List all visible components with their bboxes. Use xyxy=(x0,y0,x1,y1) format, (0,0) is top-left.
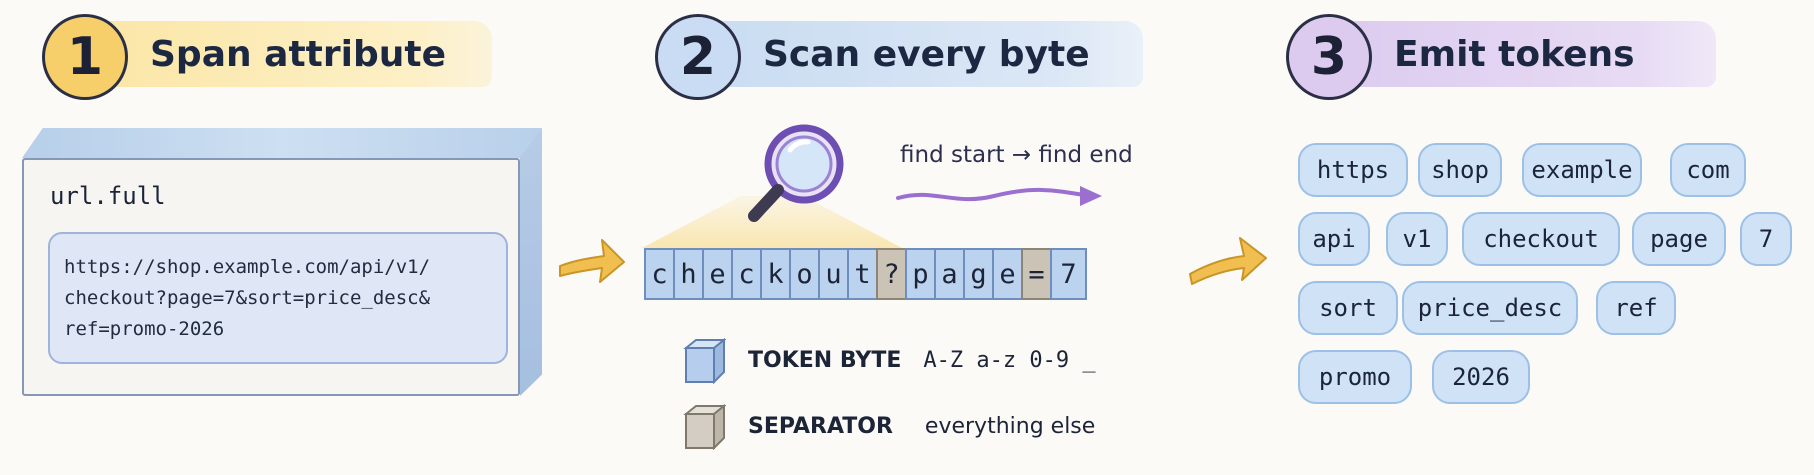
token-chip: shop xyxy=(1418,143,1502,197)
box-front-face: url.full https://shop.example.com/api/v1… xyxy=(22,158,520,396)
legend-description: A-Z a-z 0-9 _ xyxy=(923,347,1096,373)
attribute-value-line: checkout?page=7&sort=price_desc& xyxy=(64,287,431,309)
magnifier-icon xyxy=(748,124,844,222)
token-byte: 7 xyxy=(1050,248,1087,300)
attribute-value-line: ref=promo-2026 xyxy=(64,318,225,340)
token-byte: e xyxy=(702,248,733,300)
legend-label: TOKEN BYTE xyxy=(748,347,902,373)
separator-byte: ? xyxy=(876,248,907,300)
token-byte: u xyxy=(818,248,849,300)
step-2-number: 2 xyxy=(655,14,741,100)
legend-token-byte: TOKEN BYTE A-Z a-z 0-9 _ xyxy=(682,336,1096,384)
step-3-title: Emit tokens xyxy=(1336,21,1716,87)
legend-label: SEPARATOR xyxy=(748,413,893,439)
token-chip: price_desc xyxy=(1402,281,1578,335)
token-byte: e xyxy=(992,248,1023,300)
token-chip: 2026 xyxy=(1432,350,1530,404)
token-chip: ref xyxy=(1596,281,1676,335)
token-chip: https xyxy=(1298,143,1408,197)
box-side-face xyxy=(520,128,542,396)
token-byte: a xyxy=(934,248,965,300)
token-byte: t xyxy=(847,248,878,300)
token-chip: sort xyxy=(1298,281,1398,335)
attribute-value-line: https://shop.example.com/api/v1/ xyxy=(64,256,431,278)
token-chip: example xyxy=(1522,143,1642,197)
token-byte: o xyxy=(789,248,820,300)
token-byte: c xyxy=(731,248,762,300)
span-attribute-box: url.full https://shop.example.com/api/v1… xyxy=(22,128,542,396)
scan-direction-note: find start → find end xyxy=(900,142,1133,168)
token-byte: k xyxy=(760,248,791,300)
token-chip: v1 xyxy=(1386,212,1448,266)
token-chip: checkout xyxy=(1462,212,1620,266)
token-chip: com xyxy=(1670,143,1746,197)
box-top-face xyxy=(22,128,542,158)
separator-byte: = xyxy=(1021,248,1052,300)
step-1-number: 1 xyxy=(42,14,128,100)
cube-icon xyxy=(683,403,726,450)
step-3-number: 3 xyxy=(1286,14,1372,100)
token-byte: h xyxy=(673,248,704,300)
cube-icon xyxy=(683,337,726,384)
legend-separator: SEPARATOR everything else xyxy=(682,402,1095,450)
token-chip: promo xyxy=(1298,350,1412,404)
token-byte: p xyxy=(905,248,936,300)
wavy-arrow-icon xyxy=(896,186,1102,206)
attribute-value: https://shop.example.com/api/v1/ checkou… xyxy=(48,232,508,364)
curved-arrow-icon xyxy=(559,239,625,283)
attribute-name: url.full xyxy=(50,182,166,210)
token-byte: c xyxy=(644,248,675,300)
step-1-title: Span attribute xyxy=(92,21,492,87)
legend-description: everything else xyxy=(924,413,1096,439)
curved-arrow-icon xyxy=(1189,237,1267,285)
token-chip: api xyxy=(1298,212,1370,266)
step-2-title: Scan every byte xyxy=(705,21,1143,87)
token-byte: g xyxy=(963,248,994,300)
token-chip: 7 xyxy=(1740,212,1792,266)
token-chip: page xyxy=(1632,212,1726,266)
